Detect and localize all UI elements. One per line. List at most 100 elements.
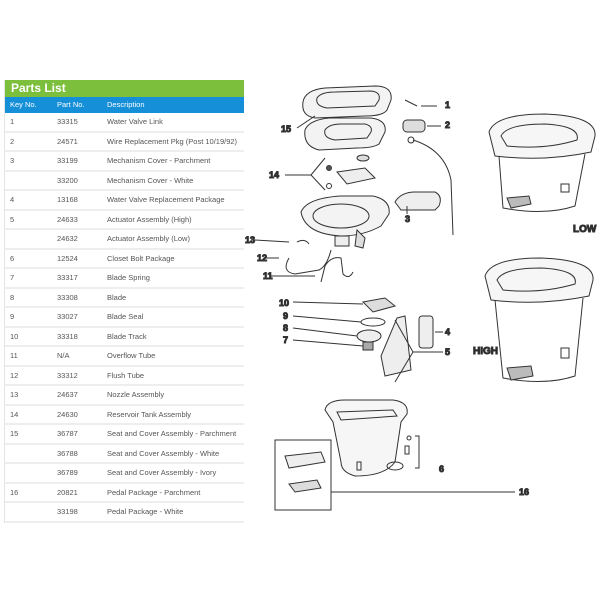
callout-16: 16	[519, 487, 529, 497]
key-no-cell: 2	[10, 136, 15, 146]
part-no-cell: 33200	[57, 175, 78, 185]
part-no-cell: 20821	[57, 487, 78, 497]
description-cell: Seat and Cover Assembly - Parchment	[107, 429, 237, 438]
part-no-cell: 36787	[57, 429, 78, 438]
key-no-cell	[5, 464, 57, 482]
table-row: 4 13168 Water Valve Replacement Package	[5, 191, 244, 211]
key-no-cell: 12	[10, 370, 19, 380]
description-cell: Actuator Assembly (High)	[107, 214, 192, 224]
part-no-cell: 33315	[57, 117, 78, 126]
table-row: 15 36787 Seat and Cover Assembly - Parchme…	[5, 425, 244, 445]
callout-4: 4	[445, 327, 450, 337]
key-no-cell: 3	[10, 156, 15, 165]
description-cell: Wire Replacement Pkg (Post 10/19/92)	[107, 136, 238, 146]
key-no-cell: 13	[10, 390, 19, 399]
key-no-cell: 7	[10, 273, 15, 282]
description-cell: Overflow Tube	[107, 351, 156, 360]
parts-list-title: Parts List	[5, 80, 244, 97]
key-no-cell: 14	[10, 409, 19, 419]
part-no-cell: 33318	[57, 331, 78, 341]
key-no-cell: 6	[10, 253, 15, 263]
part-no-cell: 33027	[57, 312, 78, 321]
key-no-cell: 15	[10, 429, 19, 438]
exploded-parts-diagram: 1 2 3 4 5 6 7 8 9 10 11 12 13 14 15 16 L…	[245, 80, 600, 540]
part-no-cell: 36789	[57, 468, 78, 477]
toilet-low-drawing	[488, 113, 596, 213]
key-no-cell	[5, 503, 57, 521]
callout-7: 7	[283, 335, 288, 345]
part-no-cell: 24637	[57, 390, 78, 399]
key-no-cell: 1	[10, 117, 15, 126]
description-cell: Blade Track	[107, 331, 147, 341]
part-no-cell: 36788	[57, 448, 78, 458]
callout-13: 13	[245, 235, 255, 245]
description-cell: Pedal Package - White	[107, 507, 184, 516]
mechanism-cover-drawing	[394, 191, 441, 214]
key-no-cell: 5	[10, 214, 15, 224]
pedal-package-drawing	[274, 439, 515, 511]
key-no-cell	[5, 445, 57, 463]
key-no-cell: 16	[10, 487, 19, 497]
key-no-cell: 11	[10, 351, 18, 360]
parts-list-table: Parts List Key No. Part No. Description …	[4, 80, 244, 523]
description-cell: Actuator Assembly (Low)	[107, 234, 190, 243]
description-cell: Flush Tube	[107, 370, 145, 380]
valve-link-drawing	[402, 99, 454, 236]
description-cell: Closet Bolt Package	[107, 253, 175, 263]
table-row: 12 33312 Flush Tube	[5, 367, 244, 386]
header-part-no: Part No.	[57, 100, 85, 109]
seat-cover-drawing	[296, 85, 392, 151]
part-no-cell: 33198	[57, 507, 78, 516]
callout-6: 6	[439, 464, 444, 474]
key-no-cell	[5, 172, 57, 190]
header-key-no: Key No.	[10, 100, 37, 109]
table-row: 33198 Pedal Package - White	[5, 503, 244, 523]
table-header: Key No. Part No. Description	[5, 97, 244, 113]
description-cell: Pedal Package - Parchment	[107, 487, 201, 497]
table-row: 6 12524 Closet Bolt Package	[5, 250, 244, 269]
key-no-cell: 10	[10, 331, 19, 341]
description-cell: Blade Seal	[107, 312, 144, 321]
description-cell: Blade	[107, 292, 127, 302]
description-cell: Mechanism Cover - Parchment	[107, 156, 211, 165]
part-no-cell: 33317	[57, 273, 78, 282]
table-row: 13 24637 Nozzle Assembly	[5, 386, 244, 406]
toilet-bowl-drawing	[300, 195, 390, 247]
hoses-drawing	[254, 228, 366, 283]
callout-15: 15	[281, 124, 291, 134]
table-row: 5 24633 Actuator Assembly (High)	[5, 211, 244, 230]
toilet-high-drawing	[484, 257, 594, 383]
table-row: 24632 Actuator Assembly (Low)	[5, 230, 244, 250]
callout-14: 14	[269, 170, 279, 180]
callout-1: 1	[445, 100, 450, 110]
callout-11: 11	[263, 271, 273, 281]
description-cell: Blade Spring	[107, 273, 150, 282]
reservoir-tank-drawing	[285, 154, 377, 191]
part-no-cell: 24633	[57, 214, 78, 224]
part-no-cell: 33312	[57, 370, 78, 380]
description-cell: Reservoir Tank Assembly	[107, 409, 192, 419]
part-no-cell: 12524	[57, 253, 78, 263]
callout-9: 9	[283, 311, 288, 321]
key-no-cell: 4	[10, 195, 15, 204]
description-cell: Nozzle Assembly	[107, 390, 165, 399]
table-row: 7 33317 Blade Spring	[5, 269, 244, 289]
blade-assembly-drawing	[292, 297, 443, 383]
part-no-cell: 24632	[57, 234, 78, 243]
part-no-cell: 13168	[57, 195, 78, 204]
callout-5: 5	[445, 347, 450, 357]
part-no-cell: 24571	[57, 136, 78, 146]
description-cell: Water Valve Replacement Package	[107, 195, 225, 204]
callout-10: 10	[279, 298, 289, 308]
label-high: HIGH	[473, 346, 498, 357]
callout-3: 3	[405, 214, 410, 224]
key-no-cell	[5, 230, 57, 248]
